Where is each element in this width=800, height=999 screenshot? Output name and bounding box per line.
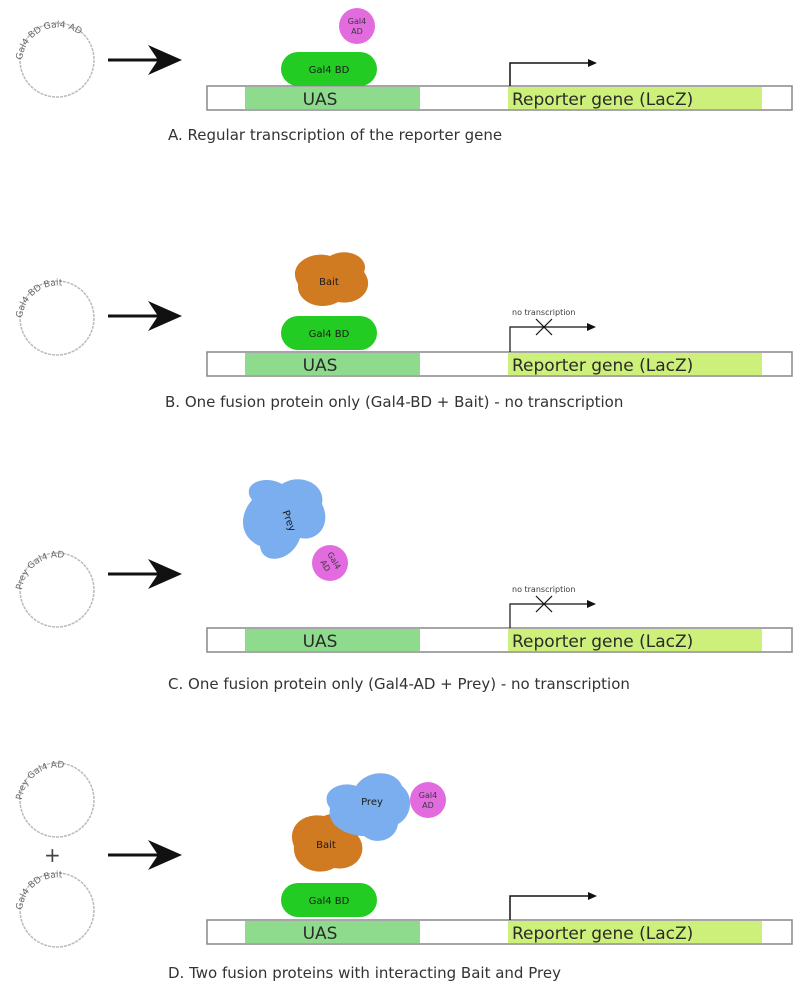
gal4-bd-protein-d: Gal4 BD: [281, 883, 377, 917]
prey-label: Prey: [361, 797, 383, 808]
gal4-bd-label: Gal4 BD: [309, 896, 350, 907]
prey-protein-c: Prey: [242, 479, 326, 559]
dna-track-b: UAS Reporter gene (LacZ): [206, 351, 793, 377]
plasmid-d1-label: Prey Gal4 AD: [15, 760, 65, 800]
caption-d: D. Two fusion proteins with interacting …: [168, 964, 561, 982]
uas-label: UAS: [303, 90, 338, 110]
plus-sign: +: [44, 843, 61, 867]
bait-label: Bait: [319, 277, 339, 288]
svg-text:AD: AD: [351, 27, 363, 36]
reporter-gene-label: Reporter gene (LacZ): [512, 90, 693, 110]
plasmid-c-label: Prey Gal4 AD: [15, 550, 65, 590]
plasmid-a: Gal4 BD Gal4 AD: [15, 20, 95, 98]
transcription-arrow-d: [509, 892, 597, 920]
gal4-bd-protein-a: Gal4 BD: [281, 52, 377, 86]
reporter-gene-region: [508, 921, 762, 943]
plasmid-b: Gal4 BD Bait: [15, 278, 95, 356]
uas-region: [245, 87, 420, 109]
plasmid-d2-label: Gal4 BD Bait: [15, 870, 63, 910]
arrow-a: [108, 45, 182, 75]
dna-track-c: UAS Reporter gene (LacZ): [206, 627, 793, 653]
gal4-bd-label: Gal4 BD: [309, 329, 350, 340]
reporter-gene-label: Reporter gene (LacZ): [512, 924, 693, 944]
uas-region: [245, 353, 420, 375]
uas-label: UAS: [303, 632, 338, 652]
gal4-bd-protein-b: Gal4 BD: [281, 316, 377, 350]
plasmid-d1: Prey Gal4 AD: [15, 760, 95, 838]
bait-label: Bait: [316, 840, 336, 851]
caption-b: B. One fusion protein only (Gal4-BD + Ba…: [165, 393, 623, 411]
caption-c: C. One fusion protein only (Gal4-AD + Pr…: [168, 675, 630, 693]
arrow-c: [108, 559, 182, 589]
reporter-gene-label: Reporter gene (LacZ): [512, 632, 693, 652]
uas-label: UAS: [303, 356, 338, 376]
prey-protein-d: Prey: [326, 773, 411, 841]
blocked-transcription-arrow-b: no transcription: [509, 308, 596, 352]
reporter-gene-region: [508, 353, 762, 375]
gal4-bd-label: Gal4 BD: [309, 65, 350, 76]
panel-b: Gal4 BD Bait UAS Reporter gene (LacZ) no…: [15, 252, 793, 411]
gal4-ad-protein-a: Gal4 AD: [339, 8, 375, 44]
gal4-ad-protein-d: Gal4 AD: [410, 782, 446, 818]
svg-text:AD: AD: [422, 801, 434, 810]
panel-c: Prey Gal4 AD UAS Reporter gene (LacZ) no…: [15, 479, 793, 693]
bait-protein-b: Bait: [294, 252, 369, 306]
transcription-arrow-a: [509, 59, 597, 86]
dna-track-d: UAS Reporter gene (LacZ): [206, 919, 793, 945]
reporter-gene-label: Reporter gene (LacZ): [512, 356, 693, 376]
plasmid-d2: Gal4 BD Bait: [15, 870, 95, 948]
uas-region: [245, 921, 420, 943]
caption-a: A. Regular transcription of the reporter…: [168, 126, 502, 144]
plasmid-a-label: Gal4 BD Gal4 AD: [15, 20, 84, 60]
uas-region: [245, 629, 420, 651]
svg-text:Gal4: Gal4: [348, 17, 366, 26]
gal4-ad-protein-c: Gal4 AD: [312, 545, 348, 581]
uas-label: UAS: [303, 924, 338, 944]
panel-a: Gal4 BD Gal4 AD UAS Reporter gene (LacZ)…: [15, 8, 793, 144]
no-transcription-label: no transcription: [512, 308, 575, 317]
plasmid-b-label: Gal4 BD Bait: [15, 278, 63, 318]
reporter-gene-region: [508, 87, 762, 109]
dna-track-a: UAS Reporter gene (LacZ): [206, 85, 793, 111]
svg-text:Gal4: Gal4: [419, 791, 437, 800]
plasmid-c: Prey Gal4 AD: [15, 550, 95, 628]
arrow-d: [108, 840, 182, 870]
no-transcription-label: no transcription: [512, 585, 575, 594]
reporter-gene-region: [508, 629, 762, 651]
arrow-b: [108, 301, 182, 331]
panel-d: Prey Gal4 AD + Gal4 BD Bait UAS Reporter…: [15, 760, 793, 982]
blocked-transcription-arrow-c: no transcription: [509, 585, 596, 628]
